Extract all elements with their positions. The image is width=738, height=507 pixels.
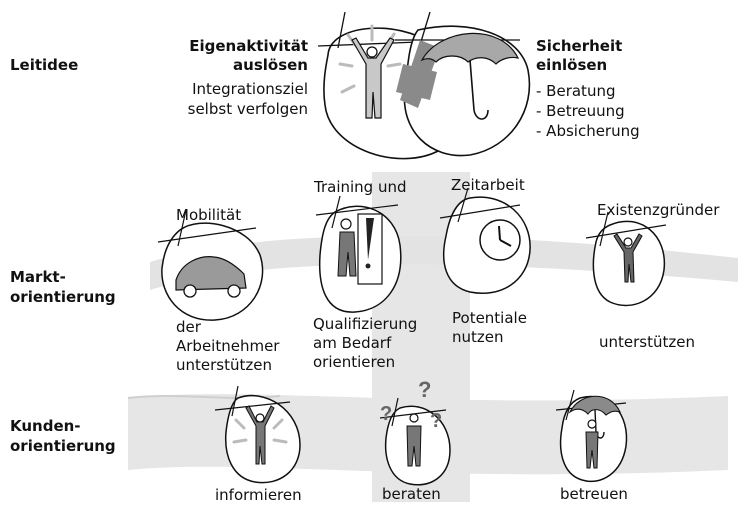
label-existenzgruender: Existenzgründer <box>597 201 719 220</box>
leitidee-right-item: - Absicherung <box>536 122 640 141</box>
below-2-line: Qualifizierung <box>313 315 417 334</box>
below-1-line: der <box>176 318 201 337</box>
below-2-line: am Bedarf <box>313 334 391 353</box>
row-label-kunden-line1: Kunden- <box>10 417 81 436</box>
leitidee-right-item: - Beratung <box>536 82 615 101</box>
leitidee-left-title-2: auslösen <box>178 56 308 75</box>
below-3-line: nutzen <box>452 328 504 347</box>
label-training: Training und <box>314 178 407 197</box>
row-label-markt-line1: Markt- <box>10 268 66 287</box>
leitidee-left-sub-2: selbst verfolgen <box>168 100 308 119</box>
leitidee-right-item: - Betreuung <box>536 102 625 121</box>
row-label-kunden-line2: orientierung <box>10 437 116 456</box>
label-informieren: informieren <box>215 486 302 505</box>
leitidee-security-icon <box>395 12 529 156</box>
row-label-markt-line2: orientierung <box>10 288 116 307</box>
row-label-leitidee: Leitidee <box>10 56 78 75</box>
below-3-line: Potentiale <box>452 309 527 328</box>
label-mobilitaet: Mobilität <box>176 206 241 225</box>
svg-text:?: ? <box>418 377 431 402</box>
below-1-line: unterstützen <box>176 356 272 375</box>
mobility-car-icon <box>158 210 263 320</box>
below-4-line: unterstützen <box>599 333 695 352</box>
label-beraten: beraten <box>382 485 441 504</box>
leitidee-right-title-2: einlösen <box>536 56 607 75</box>
svg-text:?: ? <box>380 403 392 425</box>
existenz-founder-icon <box>586 212 666 305</box>
label-betreuen: betreuen <box>560 485 628 504</box>
label-zeitarbeit: Zeitarbeit <box>451 176 525 195</box>
leitidee-right-title-1: Sicherheit <box>536 37 622 56</box>
svg-text:?: ? <box>430 410 442 432</box>
below-2-line: orientieren <box>313 353 395 372</box>
leitidee-left-title-1: Eigenaktivität <box>178 37 308 56</box>
below-1-line: Arbeitnehmer <box>176 337 279 356</box>
leitidee-left-sub-1: Integrationsziel <box>168 80 308 99</box>
